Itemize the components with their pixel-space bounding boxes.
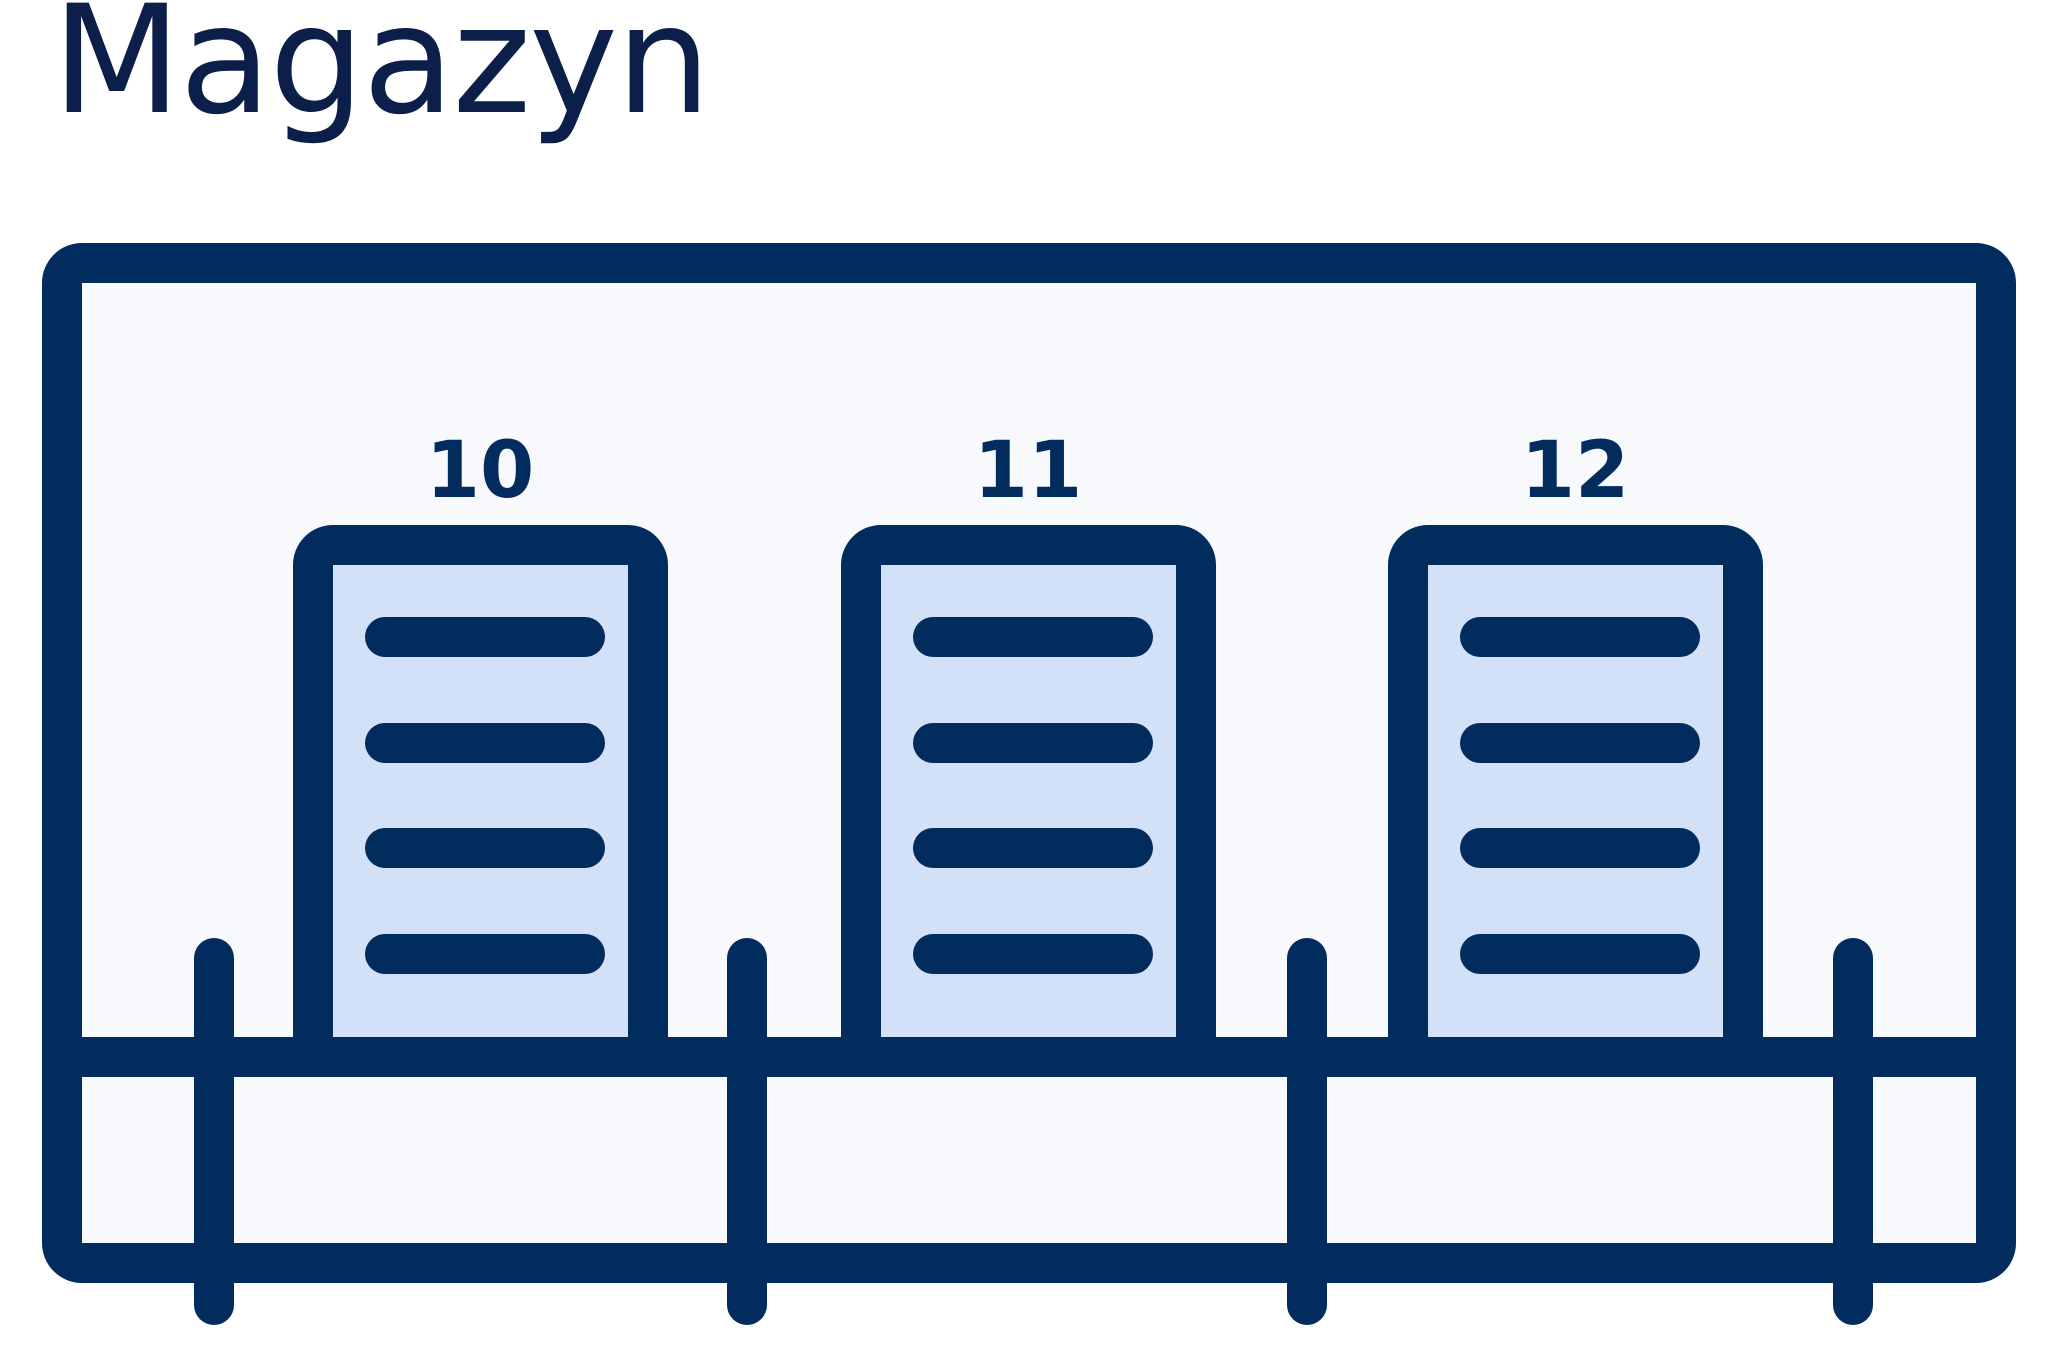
document-icon (293, 525, 668, 1077)
document-number-label: 10 (426, 426, 535, 516)
rail-posts (194, 938, 1873, 1325)
document-body (841, 525, 1216, 1077)
document-body (293, 525, 668, 1077)
document-body (1388, 525, 1763, 1077)
document-10: 10 (293, 426, 668, 1077)
page-title: Magazyn (52, 0, 711, 148)
document-11: 11 (841, 426, 1216, 1077)
document-12: 12 (1388, 426, 1763, 1077)
document-icon (1388, 525, 1763, 1077)
document-number-label: 12 (1521, 426, 1630, 516)
documents: 10 11 12 (293, 426, 1763, 1077)
document-icon (841, 525, 1216, 1077)
document-number-label: 11 (974, 426, 1083, 516)
